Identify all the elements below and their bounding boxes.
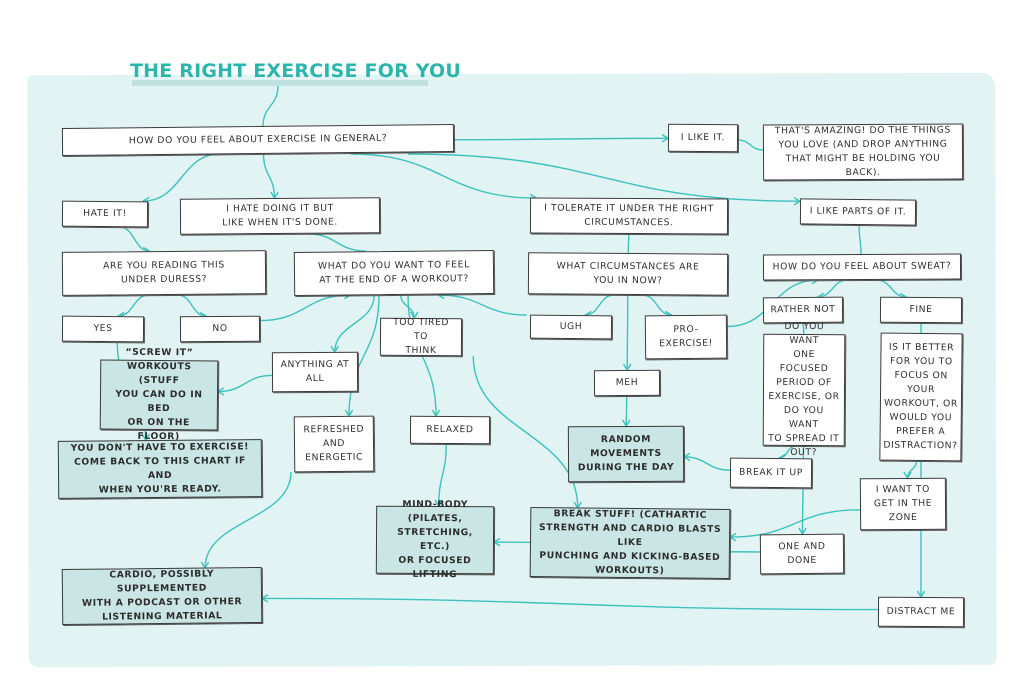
node-label: Relaxed	[426, 423, 474, 436]
node-a-parts: I like parts of it.	[799, 198, 917, 226]
node-a-meh: Meh	[593, 369, 661, 397]
node-r-random: Random movements during the day	[567, 425, 685, 483]
node-label: Distract me	[886, 605, 956, 618]
node-label: No	[212, 322, 228, 335]
node-a-ugh: Ugh	[529, 314, 613, 340]
node-r-amazing: That's amazing! Do the things you love (…	[762, 123, 964, 181]
node-label: I want to get in the zone	[873, 483, 933, 524]
node-label: Hate it!	[83, 207, 127, 220]
node-label: Break stuff! (cathartic strength and car…	[539, 508, 722, 577]
node-label: Refreshed and energetic	[303, 423, 365, 464]
node-a-distract: Distract me	[877, 596, 965, 628]
node-label: Are you reading this under duress?	[103, 259, 225, 286]
node-r-screw-it: “Screw it” workouts (stuff you can do in…	[99, 347, 219, 442]
node-label: Rather not	[770, 303, 836, 316]
title-underline	[132, 80, 428, 86]
node-label: Yes	[93, 322, 113, 335]
node-label: Too tired to think	[393, 316, 450, 357]
node-label: Pro- exercise!	[659, 323, 713, 350]
node-a-anything: Anything at all	[271, 351, 359, 393]
node-r-dont-have: You don't have to exercise! come back to…	[57, 439, 263, 499]
node-label: You don't have to exercise! come back to…	[70, 441, 250, 496]
node-a-like: I like it.	[667, 123, 739, 153]
node-q-better: Is it better for you to focus on your wo…	[879, 332, 963, 462]
node-a-no: No	[179, 315, 261, 343]
node-label: Meh	[615, 376, 639, 389]
node-label: I hate doing it but like when it's done.	[222, 202, 338, 229]
node-a-refreshed: Refreshed and energetic	[293, 415, 375, 473]
node-label: Ugh	[559, 320, 583, 333]
node-label: How do you feel about sweat?	[772, 260, 952, 273]
node-a-one-done: One and done	[759, 533, 845, 575]
node-label: What circumstances are you in now?	[556, 260, 700, 287]
node-a-hate: Hate it!	[61, 200, 149, 228]
node-label: Cardio, possibly supplemented with a pod…	[81, 568, 243, 623]
node-a-pro: Pro- exercise!	[644, 314, 728, 360]
page-title: THE RIGHT EXERCISE FOR YOU	[130, 60, 461, 82]
node-r-break-stuff: Break stuff! (cathartic strength and car…	[529, 506, 731, 580]
node-label: That's amazing! Do the things you love (…	[774, 124, 951, 179]
node-label: One and done	[778, 540, 826, 567]
node-label: I tolerate it under the right circumstan…	[544, 202, 714, 229]
node-a-yes: Yes	[61, 315, 145, 343]
node-q-duress: Are you reading this under duress?	[61, 250, 267, 296]
node-label: What do you want to feel at the end of a…	[317, 259, 470, 286]
node-label: Mind-body (pilates, stretching, etc.) or…	[397, 498, 473, 581]
node-q-feel-end: What do you want to feel at the end of a…	[293, 249, 495, 297]
node-q-sweat: How do you feel about sweat?	[762, 253, 962, 281]
node-label: I like parts of it.	[809, 205, 907, 218]
node-label: Fine	[909, 303, 933, 316]
node-a-too-tired: Too tired to think	[379, 316, 463, 357]
node-label: Break it up	[739, 466, 803, 479]
node-a-relaxed: Relaxed	[409, 415, 491, 445]
node-label: Random movements during the day	[577, 433, 675, 474]
node-label: “Screw it” workouts (stuff you can do in…	[115, 346, 203, 443]
node-q-focused: Do you want one focused period of exerci…	[762, 321, 846, 458]
node-label: Do you want one focused period of exerci…	[768, 320, 840, 459]
node-a-fine: Fine	[879, 296, 963, 324]
node-label: Anything at all	[280, 358, 350, 385]
node-r-cardio: Cardio, possibly supplemented with a pod…	[61, 566, 263, 626]
node-label: How do you feel about exercise in genera…	[128, 132, 388, 147]
node-a-zone: I want to get in the zone	[859, 477, 947, 531]
node-r-mind-body: Mind-body (pilates, stretching, etc.) or…	[375, 499, 495, 580]
node-a-tolerate: I tolerate it under the right circumstan…	[529, 197, 729, 235]
node-a-hate-but: I hate doing it but like when it's done.	[179, 197, 381, 235]
node-label: I like it.	[680, 131, 726, 144]
node-label: Is it better for you to focus on your wo…	[883, 341, 958, 452]
node-q-general: How do you feel about exercise in genera…	[61, 123, 455, 157]
node-q-circumstances: What circumstances are you in now?	[527, 252, 729, 296]
node-a-break-up: Break it up	[729, 457, 813, 489]
